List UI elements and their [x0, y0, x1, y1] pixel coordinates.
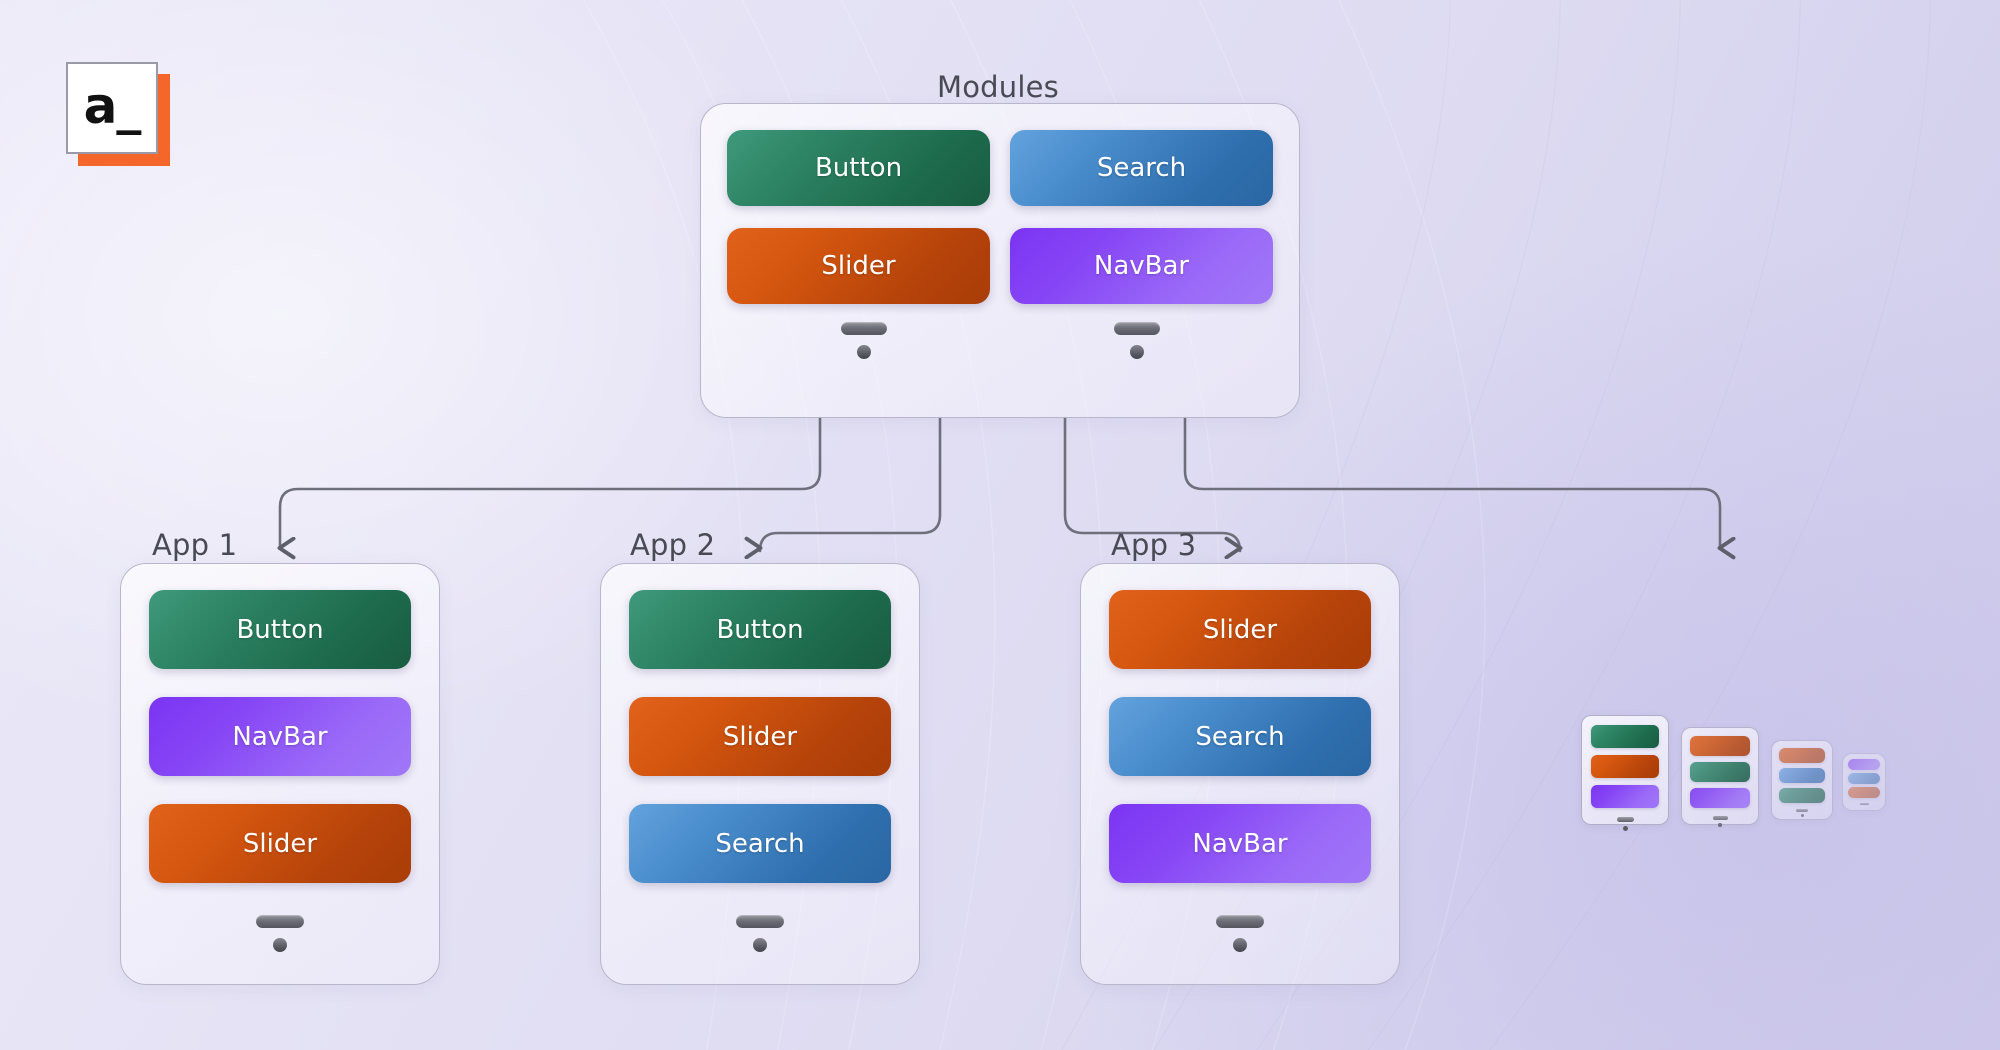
- module-block-search[interactable]: Search: [1010, 130, 1273, 206]
- speaker-grille: [1616, 817, 1634, 822]
- camera-dot: [1622, 826, 1628, 831]
- speaker-grille: [840, 322, 887, 335]
- mini-card-1[interactable]: [1581, 715, 1669, 831]
- app-3-card[interactable]: Slider Search NavBar: [1080, 563, 1400, 985]
- mini-block: [1690, 736, 1750, 756]
- mini-block: [1848, 773, 1880, 784]
- app-1-card[interactable]: Button NavBar Slider: [120, 563, 440, 985]
- speaker-grille: [1712, 816, 1728, 820]
- module-block-label: Slider: [821, 251, 896, 281]
- mini-block: [1848, 787, 1880, 798]
- module-block-label: Search: [1096, 153, 1187, 183]
- app-3-block-navbar[interactable]: NavBar: [1109, 804, 1371, 883]
- app-2-block-search[interactable]: Search: [629, 804, 891, 883]
- speaker-grille: [736, 915, 784, 928]
- app-2-block-button[interactable]: Button: [629, 590, 891, 669]
- app-block-label: Slider: [242, 828, 318, 859]
- app-1-label: App 1: [152, 528, 238, 562]
- app-3-block-slider[interactable]: Slider: [1109, 590, 1371, 669]
- mini-block: [1591, 785, 1659, 808]
- app-2-block-slider[interactable]: Slider: [629, 697, 891, 776]
- modules-panel[interactable]: Button Search Slider NavBar: [700, 103, 1300, 418]
- app-block-label: Button: [236, 614, 324, 645]
- app-block-label: Search: [1195, 721, 1285, 752]
- mini-block: [1690, 762, 1750, 782]
- mini-block: [1779, 788, 1825, 803]
- mini-block: [1591, 725, 1659, 748]
- speaker-grille: [1859, 803, 1869, 805]
- mini-block: [1779, 768, 1825, 783]
- app-block-label: Slider: [1202, 614, 1278, 645]
- app-block-label: Button: [716, 614, 804, 645]
- wire-to-target-4: [1183, 416, 1720, 548]
- speaker-grille: [1113, 322, 1160, 335]
- app-block-label: Slider: [722, 721, 798, 752]
- module-block-navbar[interactable]: NavBar: [1010, 228, 1273, 304]
- module-block-button[interactable]: Button: [727, 130, 990, 206]
- mini-card-4[interactable]: [1842, 753, 1886, 811]
- app-3-label: App 3: [1111, 528, 1197, 562]
- mini-card-3[interactable]: [1771, 740, 1833, 820]
- app-2-card[interactable]: Button Slider Search: [600, 563, 920, 985]
- logo-face: a_: [66, 62, 158, 154]
- camera-dot: [1800, 814, 1804, 817]
- speaker-grille: [1216, 915, 1264, 928]
- wire-to-app-2: [760, 416, 942, 551]
- app-2-label: App 2: [630, 528, 716, 562]
- app-block-label: Search: [715, 828, 805, 859]
- camera-dot: [1129, 345, 1144, 359]
- wire-to-app-1: [280, 416, 822, 548]
- camera-dot: [1233, 938, 1247, 952]
- app-block-label: NavBar: [1192, 828, 1288, 859]
- speaker-grille: [1796, 809, 1808, 812]
- app-1-block-navbar[interactable]: NavBar: [149, 697, 411, 776]
- camera-dot: [856, 345, 871, 359]
- module-block-slider[interactable]: Slider: [727, 228, 990, 304]
- app-1-block-slider[interactable]: Slider: [149, 804, 411, 883]
- mini-block: [1848, 759, 1880, 770]
- camera-dot: [753, 938, 767, 952]
- app-block-label: NavBar: [232, 721, 328, 752]
- mini-card-2[interactable]: [1681, 727, 1759, 827]
- mini-block: [1779, 748, 1825, 763]
- module-block-label: NavBar: [1093, 251, 1190, 281]
- speaker-grille: [256, 915, 304, 928]
- app-1-block-button[interactable]: Button: [149, 590, 411, 669]
- logo-text: a_: [83, 77, 142, 135]
- mini-block: [1591, 755, 1659, 778]
- mini-block: [1690, 788, 1750, 808]
- module-block-label: Button: [814, 153, 903, 183]
- app-logo[interactable]: a_: [66, 62, 174, 170]
- app-3-block-search[interactable]: Search: [1109, 697, 1371, 776]
- modules-panel-label: Modules: [937, 70, 1059, 104]
- camera-dot: [1718, 823, 1722, 827]
- camera-dot: [273, 938, 287, 952]
